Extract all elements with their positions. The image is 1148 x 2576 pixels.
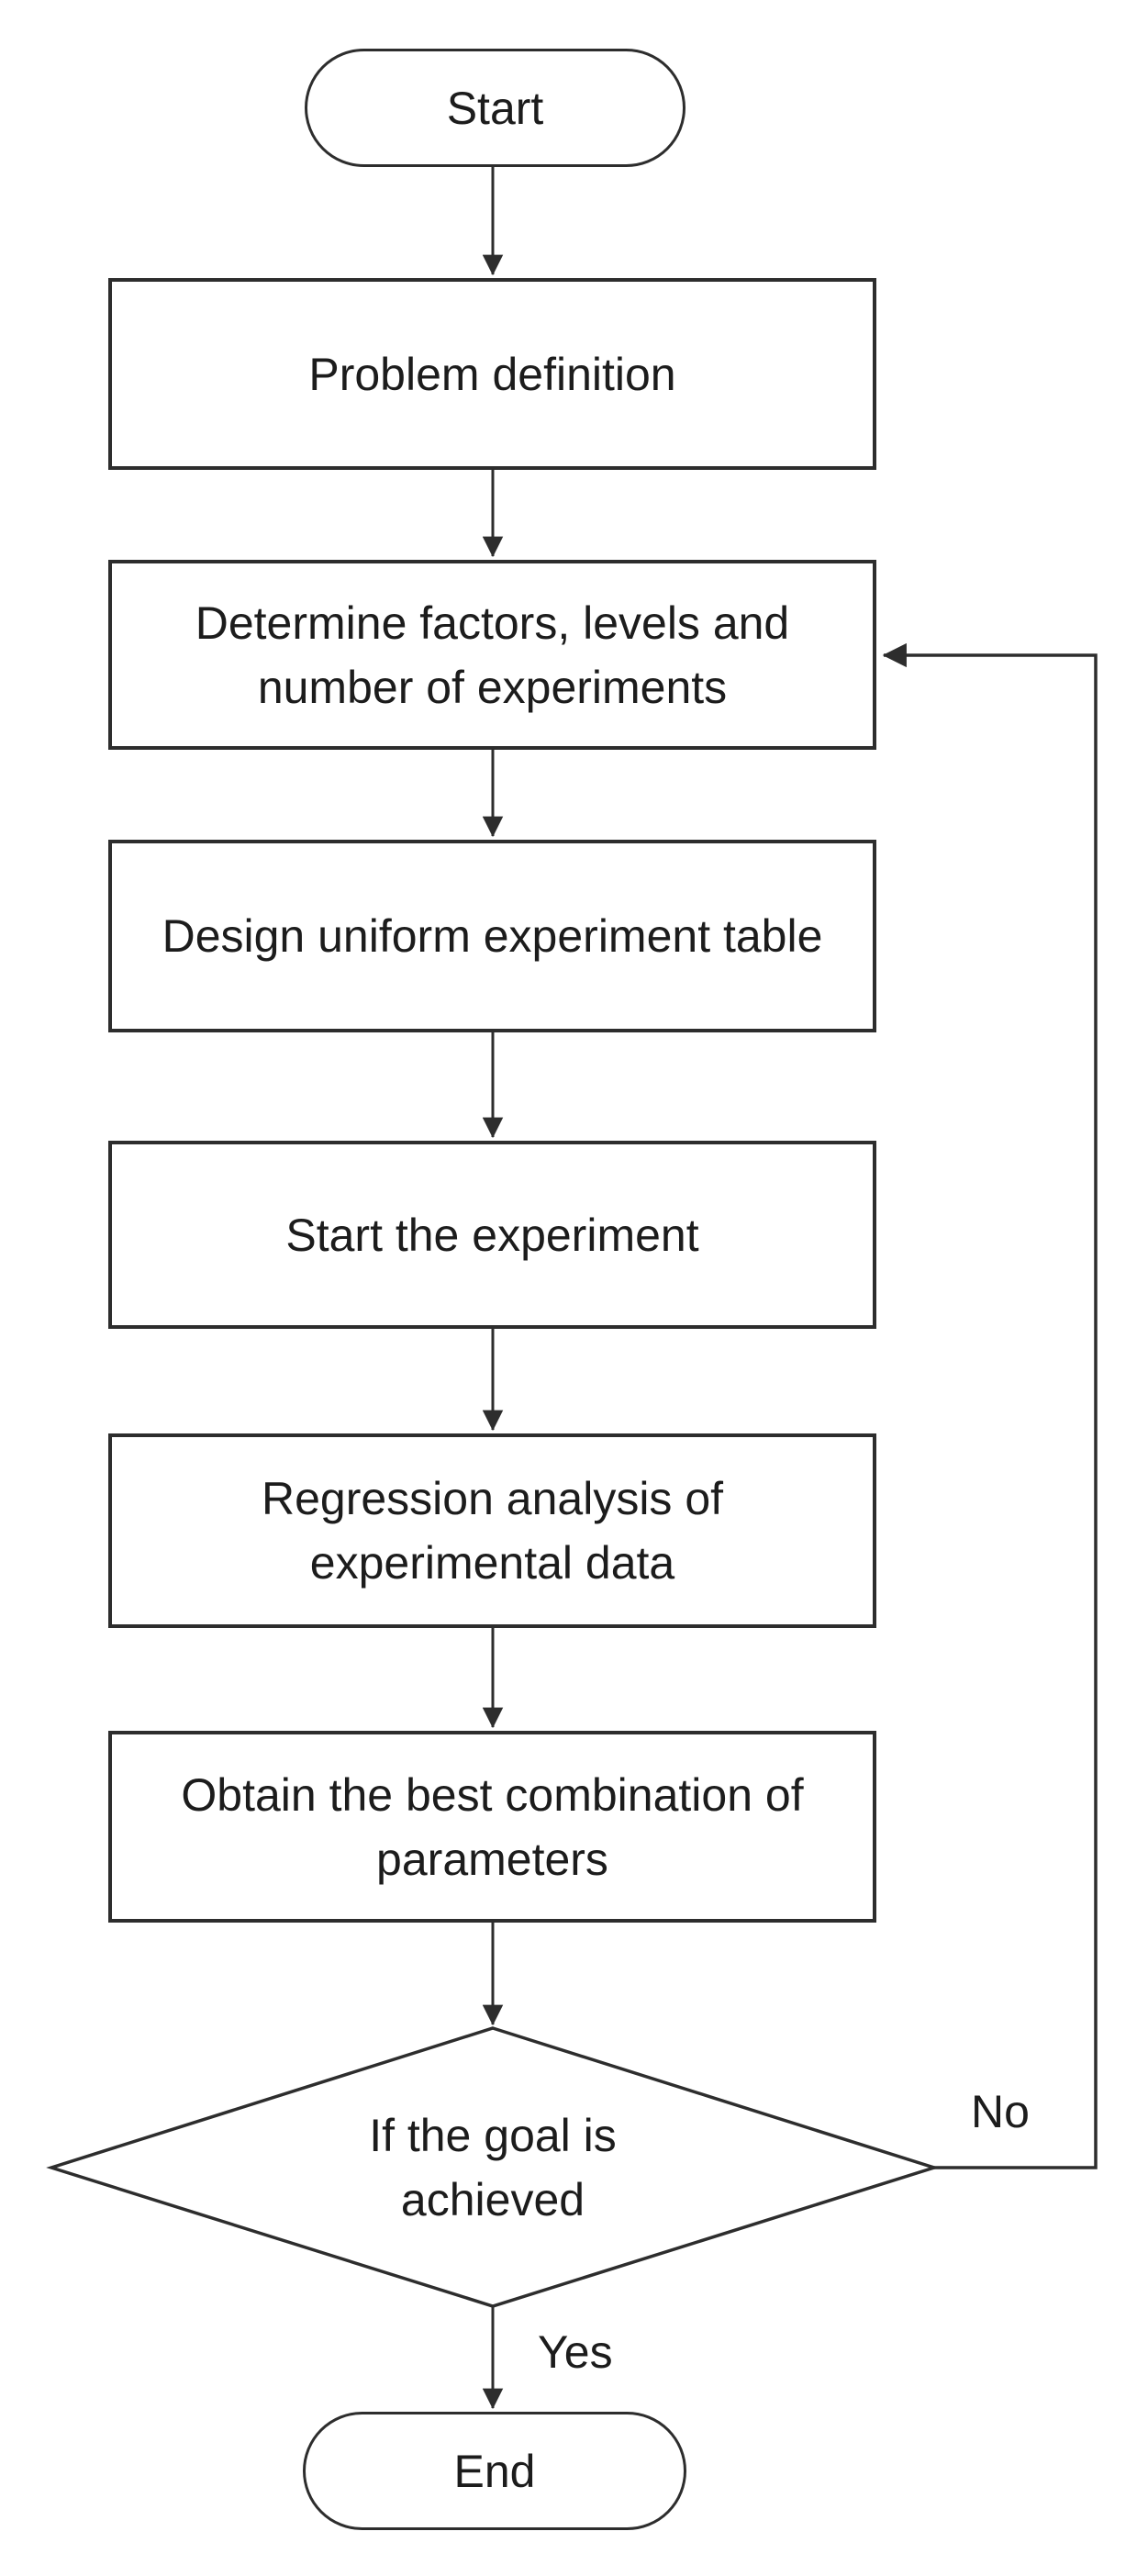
node-end: End — [303, 2412, 686, 2530]
node-obtain-best: Obtain the best combination of parameter… — [108, 1731, 876, 1923]
node-end-label: End — [453, 2445, 536, 2497]
node-determine-factors: Determine factors, levels and number of … — [108, 560, 876, 750]
edge-label-no: No — [971, 2086, 1030, 2137]
node-problem-definition: Problem definition — [108, 278, 876, 470]
node-design-table: Design uniform experiment table — [108, 840, 876, 1032]
node-problem-definition-label: Problem definition — [308, 348, 676, 400]
node-regression-analysis-label: Regression analysis of experimental data — [261, 1473, 724, 1589]
node-goal-decision-label: If the goal is achieved — [369, 2110, 617, 2225]
edge-label-yes: Yes — [538, 2326, 613, 2378]
node-start-experiment: Start the experiment — [108, 1141, 876, 1329]
node-regression-analysis: Regression analysis of experimental data — [108, 1433, 876, 1628]
node-start: Start — [305, 49, 685, 167]
node-start-label: Start — [446, 82, 544, 134]
node-determine-factors-label: Determine factors, levels and number of … — [195, 597, 790, 713]
node-design-table-label: Design uniform experiment table — [162, 910, 823, 962]
node-start-experiment-label: Start the experiment — [285, 1209, 699, 1261]
arrow-no-feedback-loop — [882, 642, 1098, 2169]
node-obtain-best-label: Obtain the best combination of parameter… — [181, 1768, 804, 1885]
